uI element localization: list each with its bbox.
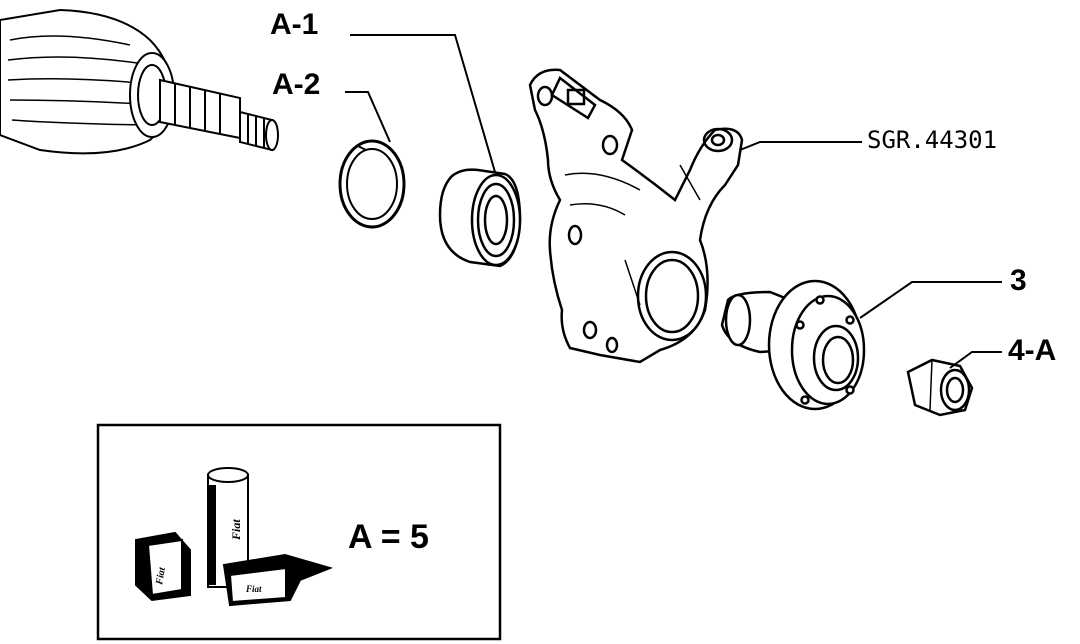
label-4a: 4-A [1008, 334, 1056, 367]
wheel-hub-part [720, 279, 866, 411]
label-a1: A-1 [270, 8, 318, 41]
label-sgr-code: SGR.44301 [867, 126, 997, 154]
grease-box-right-icon [222, 553, 334, 607]
leader-4a [949, 351, 1002, 369]
label-3: 3 [1010, 264, 1027, 297]
box-left-brand-text: Fiat [154, 565, 168, 586]
leader-3 [859, 281, 1002, 319]
legend-box: Fiat Fiat Fiat A = 5 [96, 423, 502, 641]
hub-nut-part [906, 358, 974, 417]
wheel-bearing-part [438, 168, 522, 268]
snap-ring-part [338, 139, 406, 229]
grease-box-left-icon [135, 531, 191, 602]
steering-knuckle [528, 68, 744, 364]
legend-equation: A = 5 [348, 518, 429, 556]
cv-joint-driveshaft [0, 8, 279, 155]
label-a2: A-2 [272, 68, 320, 101]
leader-a1 [350, 34, 496, 173]
leader-a2 [345, 91, 391, 143]
leader-lines [345, 34, 1002, 369]
tube-brand-text: Fiat [229, 519, 243, 541]
leader-sgr [739, 141, 862, 151]
box-right-brand-text: Fiat [245, 584, 262, 594]
